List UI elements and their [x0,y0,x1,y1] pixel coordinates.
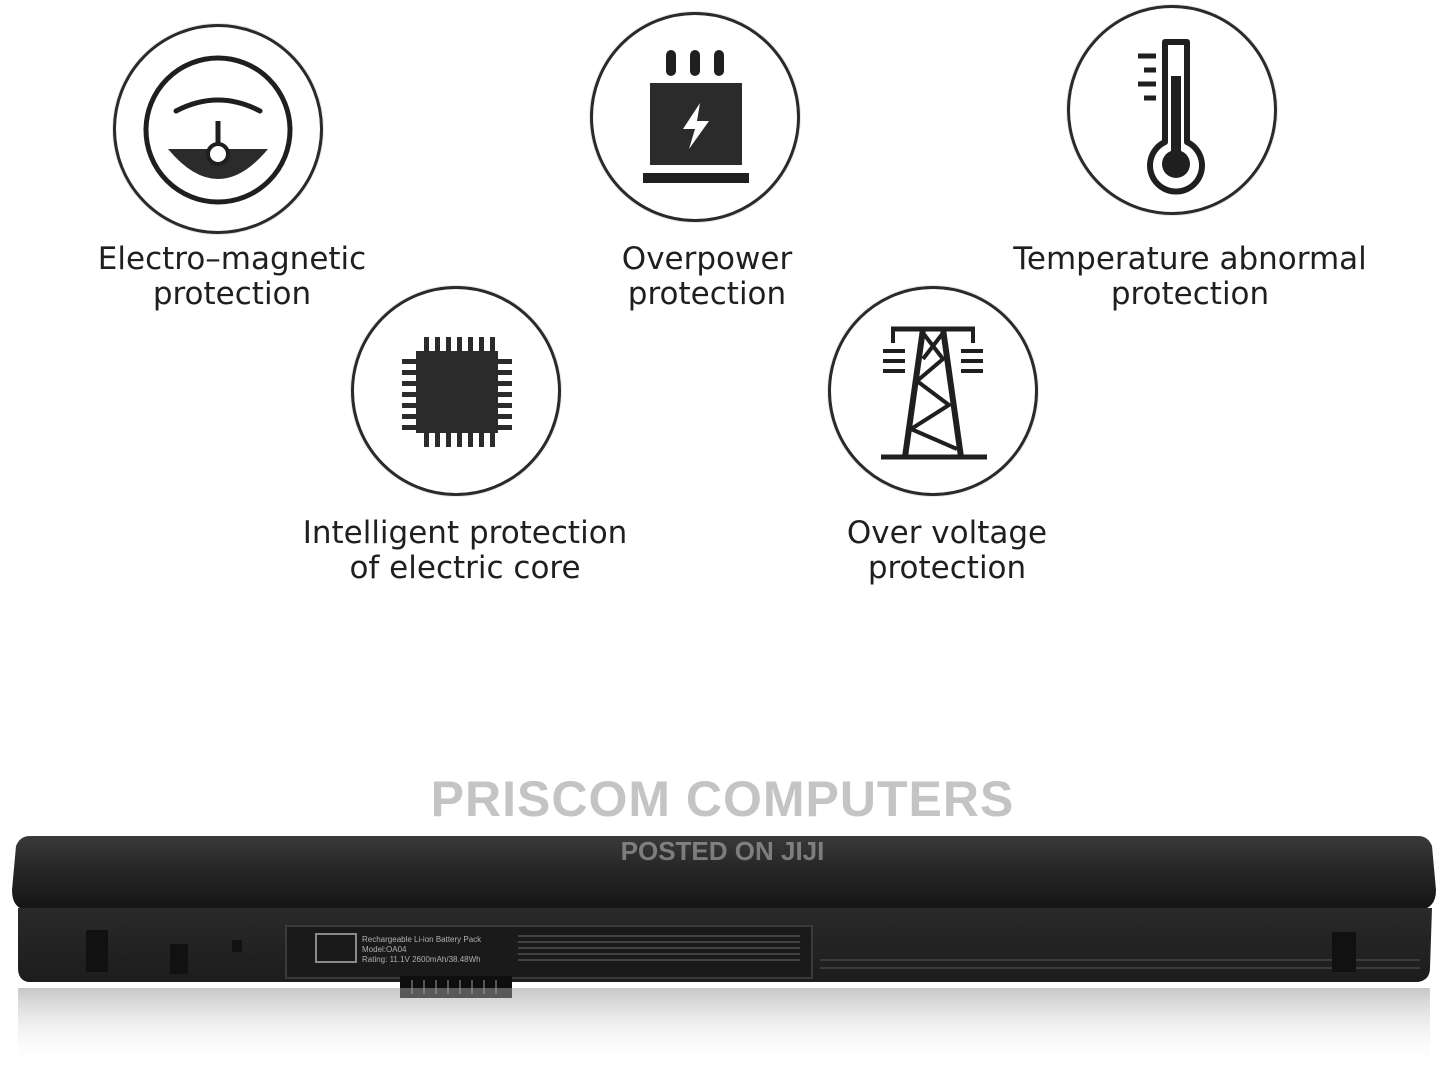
chip-pin [402,370,416,375]
chip-pin [402,392,416,397]
chip-pin [446,337,451,351]
feature-label-line1: Overpower [621,241,793,277]
chip-pin [498,381,512,386]
feature-label-line1: Electro–magnetic [97,241,367,277]
feature-label-line2: protection [1110,276,1270,312]
chip-pin [435,433,440,447]
microchip-icon [402,337,512,447]
chip-pin [479,433,484,447]
thermometer-icon [1138,39,1205,195]
feature-label: Electro–magnetic protection [98,242,366,312]
feature-label-line1: Intelligent protection [302,515,628,551]
chip-pin [457,433,462,447]
chip-pin [424,433,429,447]
power-tower-icon [881,326,987,460]
battery-label-rating: Rating: 11.1V 2600mAh/38.48Wh [362,955,481,964]
chip-pin [435,337,440,351]
feature-label-line2: protection [867,550,1027,586]
chip-pin [402,381,416,386]
feature-label: Overpower protection [622,242,792,312]
icon-circle [351,286,561,496]
icon-circle [590,12,800,222]
chip-pin [498,359,512,364]
watermark-sub: POSTED ON JIJI [620,836,825,866]
feature-label-line2: protection [152,276,312,312]
chip-pin [402,359,416,364]
chip-pin [498,392,512,397]
electromagnetic-gauge-icon [143,55,293,205]
chip-pin [479,337,484,351]
icon-circle [113,24,323,234]
icon-circle [828,286,1038,496]
chip-pin [457,337,462,351]
power-transformer-icon [643,50,749,183]
battery-label-title: Rechargeable Li-ion Battery Pack [362,935,482,944]
feature-label-line1: Temperature abnormal [1013,241,1367,277]
feature-label: Intelligent protection of electric core [303,516,628,586]
watermark-main: PRISCOM COMPUTERS [430,771,1015,827]
chip-pin [468,433,473,447]
feature-label-line2: protection [627,276,787,312]
feature-label-line2: of electric core [349,550,581,586]
feature-label: Over voltage protection [847,516,1047,586]
feature-label: Temperature abnormal protection [1013,242,1367,312]
chip-pin [498,403,512,408]
chip-pin [490,337,495,351]
chip-pin [490,433,495,447]
feature-label-line1: Over voltage [846,515,1048,551]
icon-circle [1067,5,1277,215]
chip-pin [498,425,512,430]
chip-pin [468,337,473,351]
battery-label-model: Model:OA04 [362,945,407,954]
chip-pin [402,425,416,430]
chip-pin [402,403,416,408]
chip-pin [498,370,512,375]
chip-pin [498,414,512,419]
chip-pin [424,337,429,351]
laptop-battery-image: Rechargeable Li-ion Battery Pack Model:O… [12,836,1436,1068]
chip-pin [402,414,416,419]
chip-pin [446,433,451,447]
